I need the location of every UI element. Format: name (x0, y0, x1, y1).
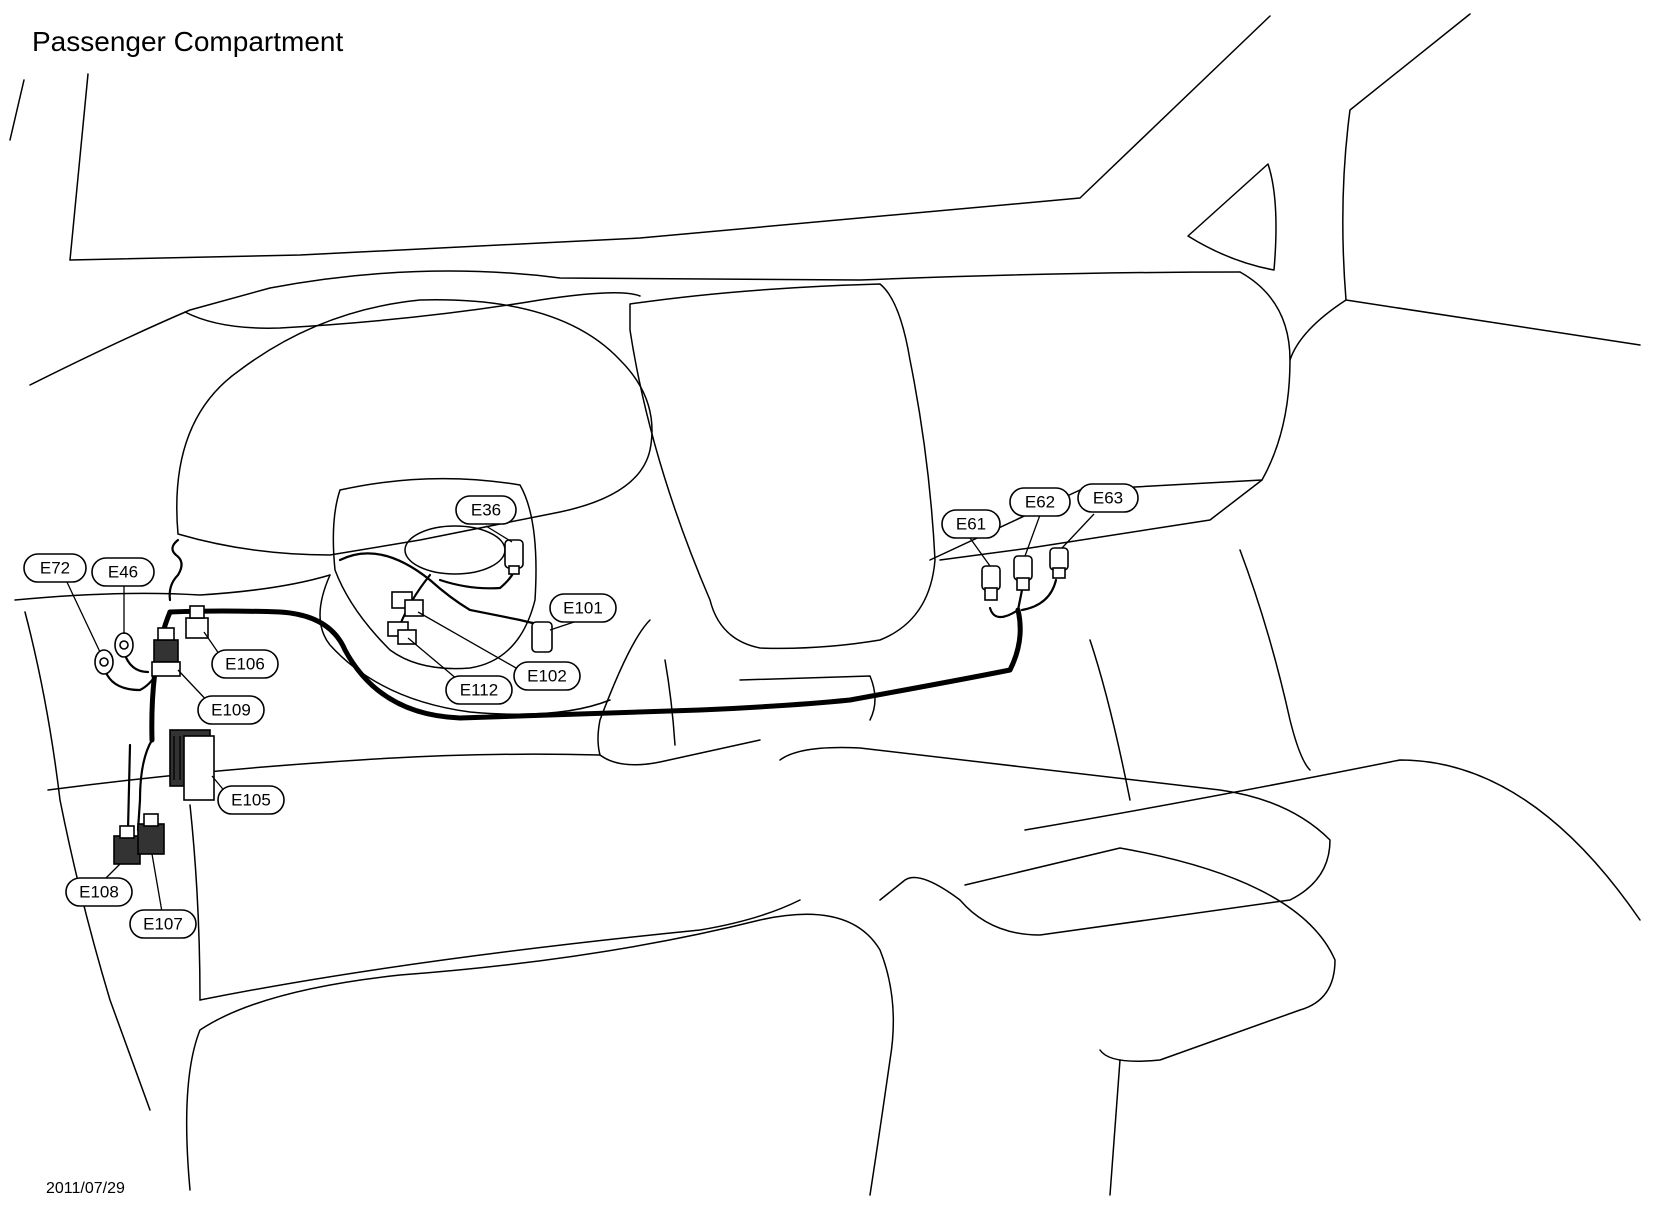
label-e106: E106 (211, 649, 279, 679)
connector-e62-shape (1013, 555, 1033, 591)
label-e36: E36 (455, 495, 517, 525)
diagram-title: Passenger Compartment (32, 26, 344, 57)
connector-labels: E36 E101 E102 E112 E61 E62 E63 E72 (23, 483, 1139, 939)
svg-text:E106: E106 (225, 655, 265, 674)
connector-e107-shape (137, 813, 165, 855)
svg-text:E101: E101 (563, 599, 603, 618)
label-e72: E72 (23, 553, 87, 583)
svg-text:E36: E36 (471, 501, 501, 520)
svg-text:E107: E107 (143, 915, 183, 934)
svg-text:E109: E109 (211, 701, 251, 720)
label-e62: E62 (1009, 487, 1071, 517)
connector-e109-shape (151, 627, 181, 677)
interior-outline (9, 13, 1641, 1196)
svg-text:E105: E105 (231, 791, 271, 810)
connector-e46-shape (114, 632, 134, 658)
label-e63: E63 (1077, 483, 1139, 513)
connector-e61-shape (981, 565, 1001, 601)
svg-text:E72: E72 (40, 559, 70, 578)
svg-text:E61: E61 (956, 515, 986, 534)
connector-shapes (94, 539, 1069, 865)
label-e112: E112 (445, 675, 513, 705)
connector-e36-shape (504, 539, 524, 575)
connector-e63-shape (1049, 547, 1069, 579)
label-e46: E46 (91, 557, 155, 587)
connector-e108-shape (113, 825, 141, 865)
label-e108: E108 (65, 877, 133, 907)
label-e61: E61 (941, 509, 1001, 539)
diagram-date: 2011/07/29 (46, 1180, 125, 1197)
connector-e101-shape (531, 621, 553, 653)
label-e101: E101 (549, 593, 617, 623)
svg-text:E62: E62 (1025, 493, 1055, 512)
connector-e72-shape (94, 649, 114, 675)
svg-text:E112: E112 (460, 681, 498, 700)
label-e102: E102 (513, 661, 581, 691)
svg-text:E102: E102 (527, 667, 567, 686)
label-e105: E105 (217, 785, 285, 815)
connector-e105-shape (169, 729, 215, 801)
connector-e106-shape (185, 605, 209, 639)
svg-text:E63: E63 (1093, 489, 1123, 508)
label-e109: E109 (197, 695, 265, 725)
svg-text:E108: E108 (79, 883, 119, 902)
label-e107: E107 (129, 909, 197, 939)
svg-text:E46: E46 (108, 563, 138, 582)
